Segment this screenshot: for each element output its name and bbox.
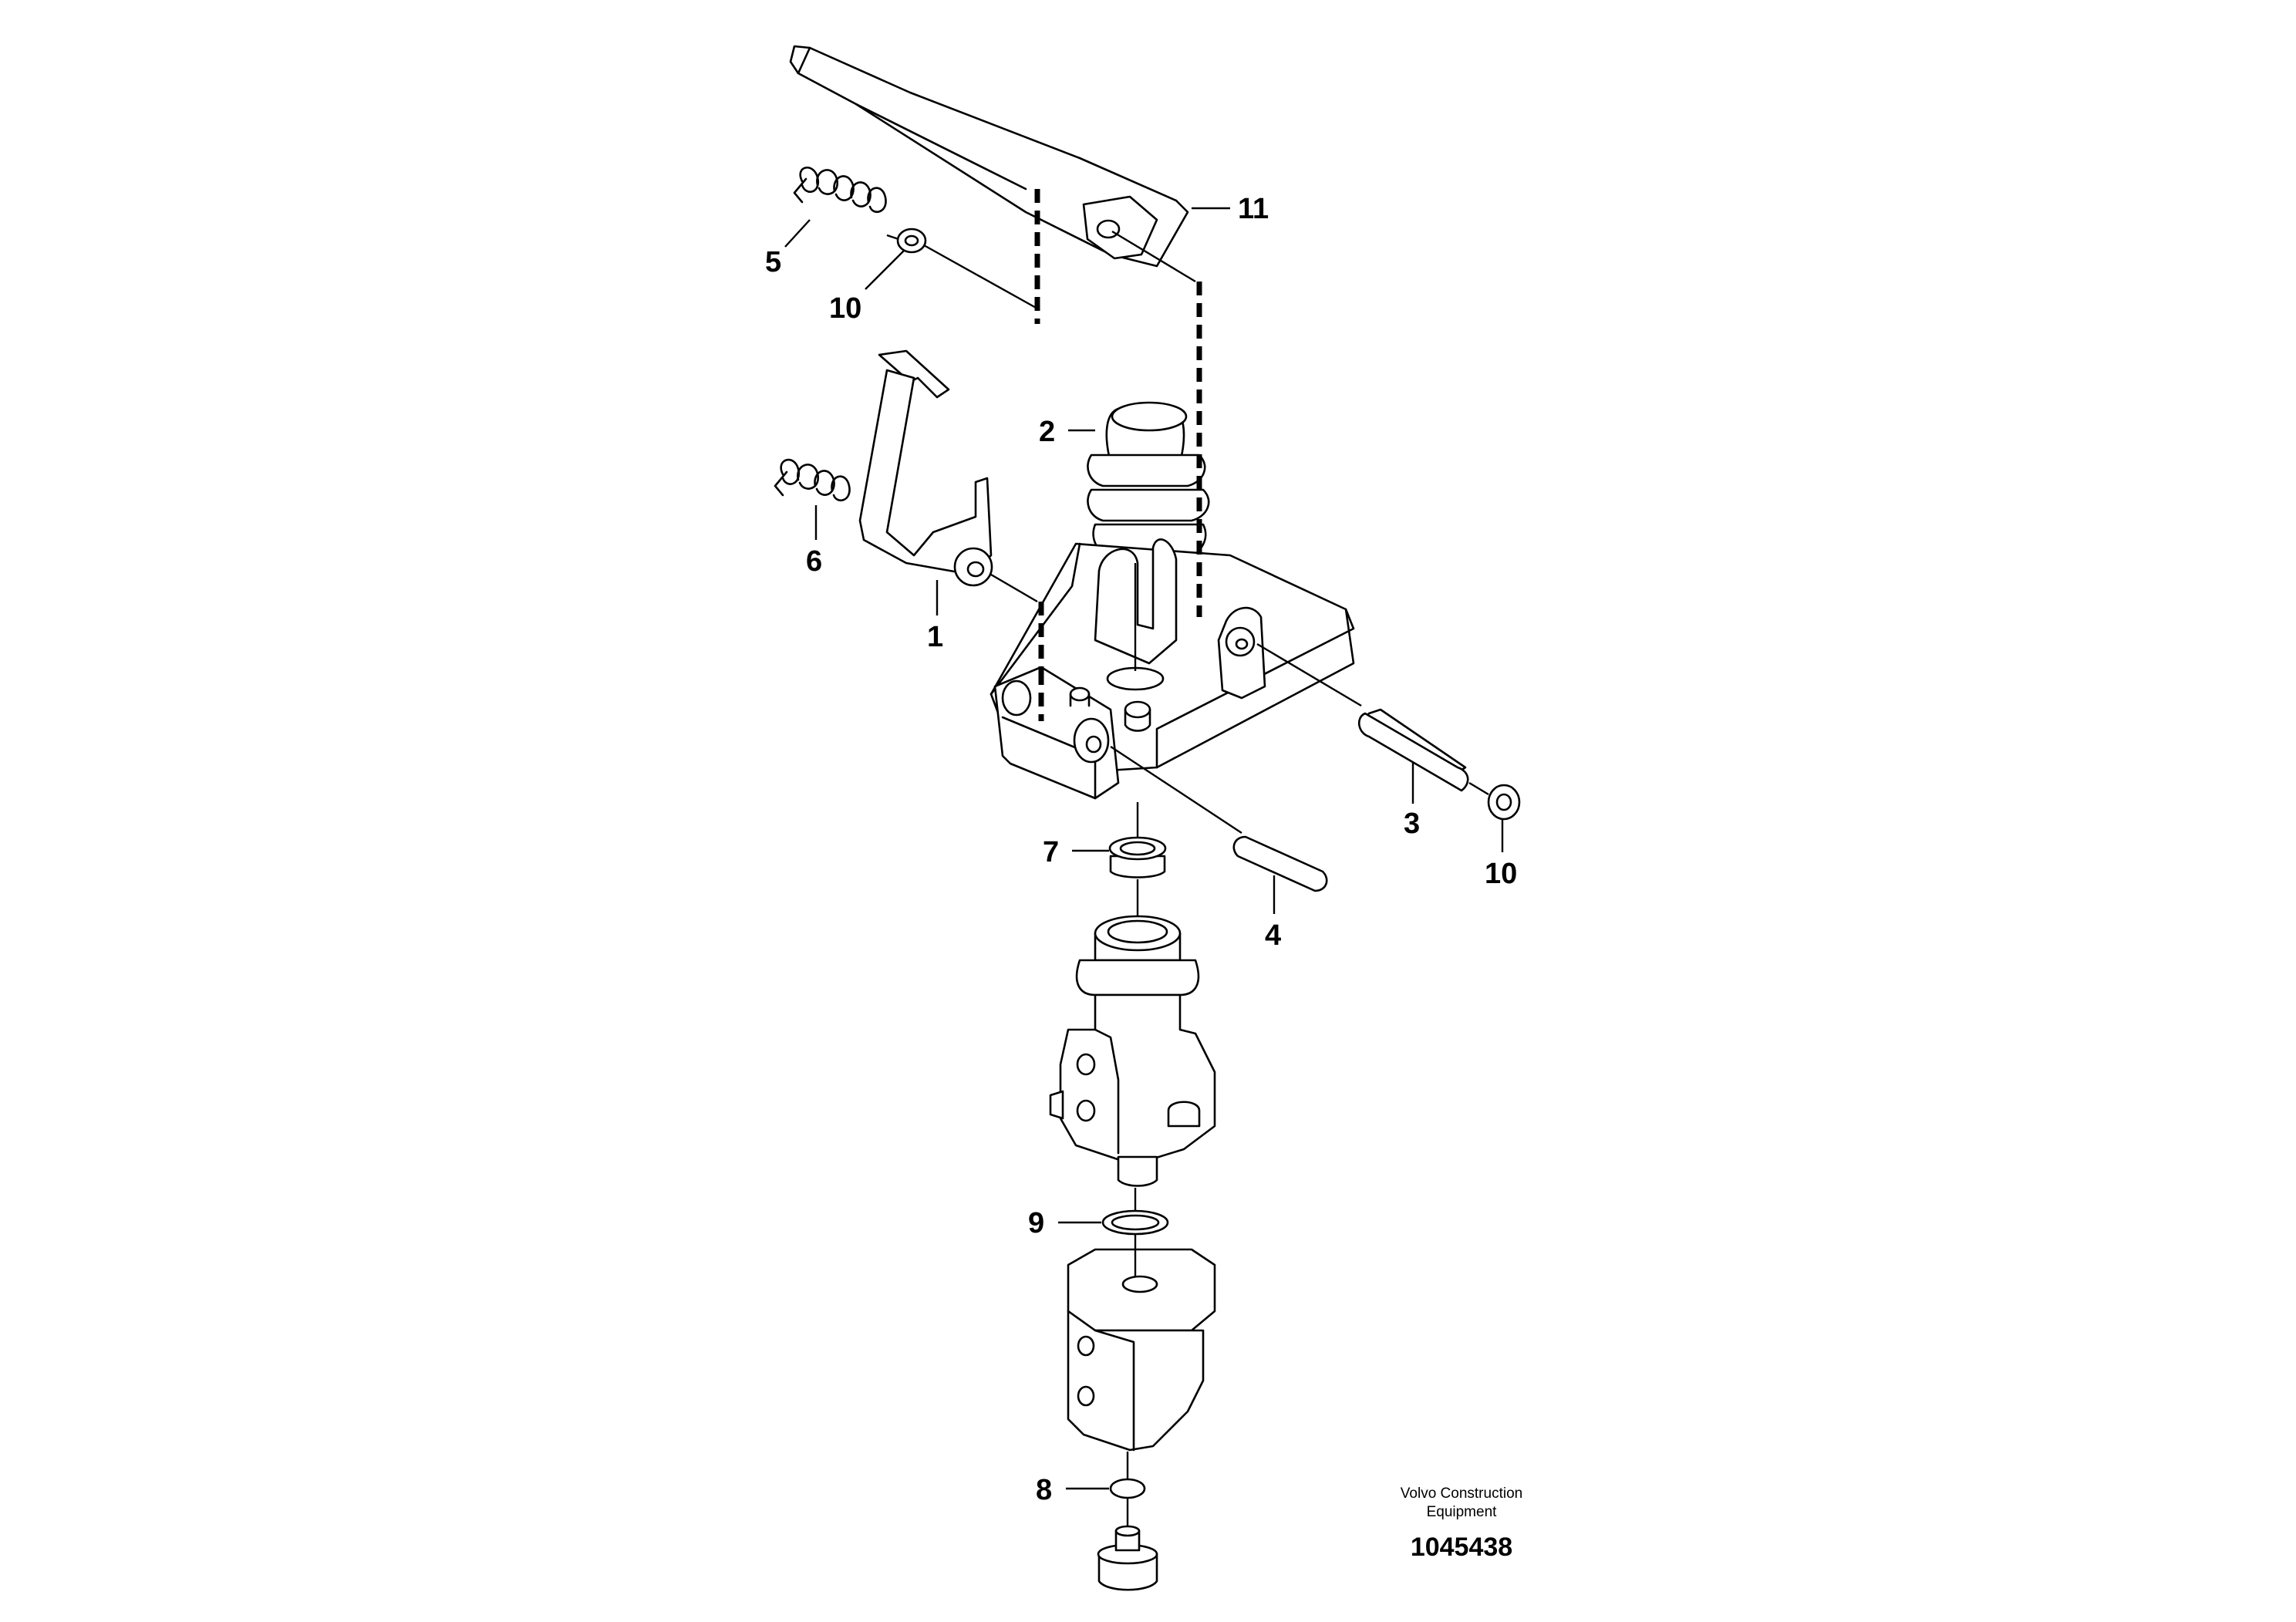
callout-leaders — [784, 207, 1504, 1490]
washer-part-10-right — [1487, 784, 1521, 821]
plug — [1097, 1525, 1158, 1591]
assembly-lines — [886, 230, 1489, 1526]
drawing-number: 1045438 — [1410, 1533, 1513, 1562]
torsion-spring-part-5 — [793, 166, 887, 214]
callout-3: 3 — [1404, 808, 1420, 840]
o-ring-part-8 — [1109, 1478, 1146, 1499]
lever-part-1 — [858, 349, 993, 587]
manufacturer-caption: Volvo Construction Equipment 1045438 — [1354, 1485, 1569, 1563]
callout-1: 1 — [927, 621, 943, 653]
callout-7: 7 — [1043, 836, 1059, 868]
torsion-spring-part-6 — [774, 458, 851, 502]
o-ring-part-9 — [1101, 1209, 1169, 1236]
callout-5: 5 — [765, 246, 781, 278]
callout-11: 11 — [1238, 193, 1269, 225]
callout-6: 6 — [806, 545, 822, 578]
washer-part-10-top — [896, 228, 927, 254]
callout-10-right: 10 — [1485, 858, 1517, 890]
caption-line-2: Equipment — [1426, 1504, 1497, 1520]
callout-9: 9 — [1028, 1207, 1044, 1239]
caption-line-1: Volvo Construction — [1400, 1485, 1523, 1502]
callout-8: 8 — [1036, 1474, 1052, 1506]
callout-labels: 11 5 10 2 6 1 3 10 7 4 9 8 — [765, 193, 1517, 1506]
dashed-assembly-lines — [1034, 189, 1202, 721]
callout-2: 2 — [1039, 416, 1055, 448]
pedal-plate-part-11 — [789, 45, 1189, 268]
rubber-boot-part-2 — [1087, 401, 1210, 561]
seal-part-7 — [1108, 836, 1167, 878]
pin-part-3 — [1358, 708, 1469, 792]
pin-part-4 — [1232, 835, 1328, 892]
valve-housing-lower — [1067, 1248, 1216, 1452]
brake-valve-body — [1049, 915, 1216, 1187]
callout-4: 4 — [1265, 919, 1281, 952]
callout-10-top: 10 — [829, 292, 861, 325]
